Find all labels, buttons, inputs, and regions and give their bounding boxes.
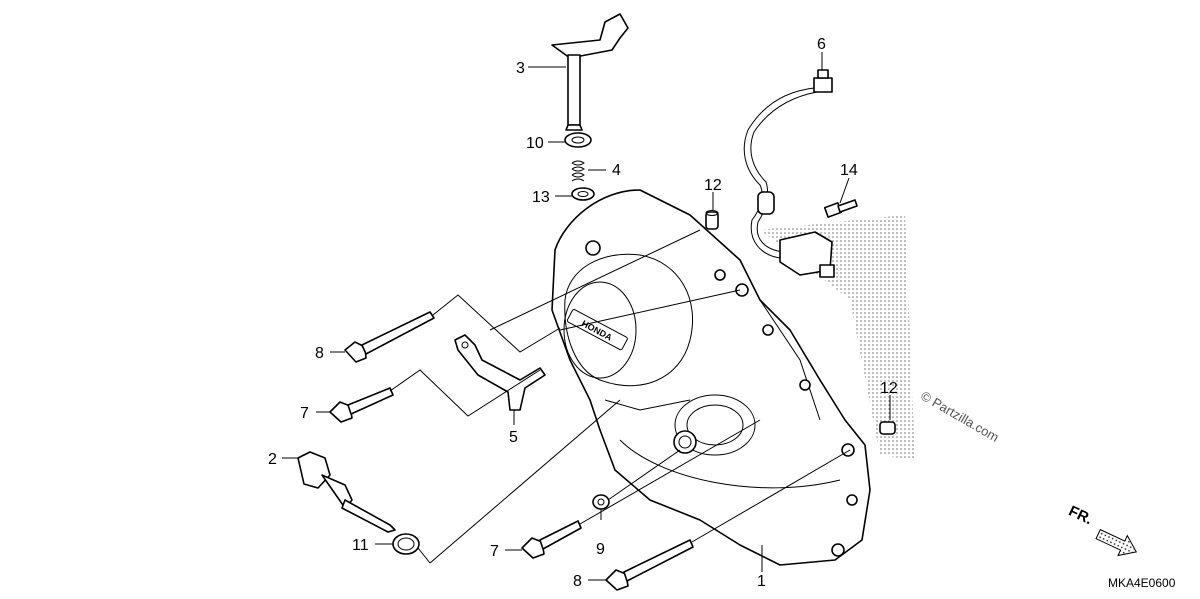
callouts: 1 2 3 4 5 6 7 7 8 8 9 10 11 12 12 13 14 bbox=[268, 36, 898, 590]
callout-12a[interactable]: 12 bbox=[704, 177, 722, 194]
callout-7b[interactable]: 7 bbox=[490, 543, 499, 560]
bolt-8-bottom[interactable] bbox=[605, 539, 694, 591]
sensor-harness[interactable] bbox=[743, 69, 835, 278]
callout-12b[interactable]: 12 bbox=[880, 380, 898, 397]
callout-10[interactable]: 10 bbox=[526, 135, 544, 152]
callout-11[interactable]: 11 bbox=[352, 537, 369, 554]
callout-8a[interactable]: 8 bbox=[315, 345, 324, 362]
callout-13[interactable]: 13 bbox=[532, 189, 550, 206]
callout-1[interactable]: 1 bbox=[757, 573, 766, 590]
callout-14[interactable]: 14 bbox=[840, 162, 858, 179]
front-direction-arrow: FR. bbox=[1066, 503, 1138, 557]
crankcase-cover[interactable]: HONDA bbox=[551, 189, 871, 566]
diagram-code: MKA4E0600 bbox=[1108, 576, 1176, 590]
callout-2[interactable]: 2 bbox=[268, 451, 277, 468]
callout-6[interactable]: 6 bbox=[817, 36, 826, 53]
shift-shaft[interactable] bbox=[551, 13, 629, 131]
oil-filler-cap[interactable] bbox=[297, 451, 396, 533]
callout-7a[interactable]: 7 bbox=[300, 405, 309, 422]
watermark-text: © Partzilla.com bbox=[918, 388, 1001, 445]
washer-9[interactable] bbox=[592, 494, 610, 510]
bolt-7-bottom[interactable] bbox=[521, 520, 582, 559]
bracket[interactable] bbox=[454, 334, 546, 411]
bolt-14[interactable] bbox=[823, 199, 858, 218]
o-ring[interactable] bbox=[392, 533, 420, 555]
direction-label: FR. bbox=[1066, 503, 1095, 529]
oil-seal[interactable] bbox=[564, 132, 592, 148]
dowel-pin-top[interactable] bbox=[705, 210, 719, 230]
callout-4[interactable]: 4 bbox=[612, 162, 621, 179]
callout-3[interactable]: 3 bbox=[516, 60, 525, 77]
spring[interactable] bbox=[571, 160, 585, 182]
dowel-pin-right[interactable] bbox=[879, 421, 896, 435]
bolt-7-left[interactable] bbox=[329, 387, 394, 423]
washer-13[interactable] bbox=[571, 187, 595, 201]
callout-8b[interactable]: 8 bbox=[573, 573, 582, 590]
callout-5[interactable]: 5 bbox=[509, 429, 518, 446]
leader-lines bbox=[282, 52, 891, 581]
bolt-8-upper[interactable] bbox=[344, 311, 435, 363]
callout-9[interactable]: 9 bbox=[596, 541, 605, 558]
